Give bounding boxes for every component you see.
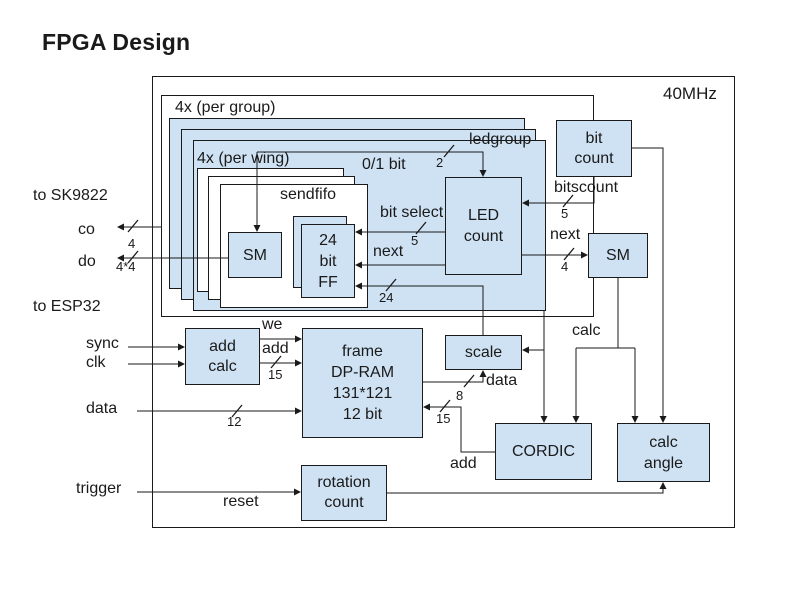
port-to-esp32-label: to ESP32	[33, 298, 101, 315]
port-to-sk9822-label: to SK9822	[33, 187, 108, 204]
signal-add-write-label: add	[262, 340, 289, 357]
signal-data-scale-label: data	[486, 372, 518, 389]
bus-width-add-write: 15	[268, 367, 283, 382]
signal-bit-select-label: bit select	[380, 204, 444, 221]
bus-width-next-out: 4	[561, 259, 569, 274]
bus-width-data-scale: 8	[456, 388, 464, 403]
bus-width-bit-select: 5	[411, 233, 419, 248]
calc-angle-block: calc angle	[617, 423, 710, 482]
per-wing-label: 4x (per wing)	[197, 150, 290, 167]
bus-width-bitscount: 5	[561, 206, 569, 221]
sm-wing-block: SM	[228, 232, 282, 278]
port-trigger-label: trigger	[76, 480, 122, 497]
bus-width-data-in: 12	[227, 414, 242, 429]
port-data-label: data	[86, 400, 118, 417]
scale-block: scale	[445, 335, 522, 370]
signal-calc-label: calc	[572, 322, 601, 339]
signal-bitscount-label: bitscount	[554, 179, 619, 196]
port-sync-label: sync	[86, 335, 119, 352]
clock-label: 40MHz	[663, 84, 717, 103]
port-do-label: do	[78, 253, 96, 270]
signal-add-read-label: add	[450, 455, 477, 472]
cordic-block: CORDIC	[495, 423, 592, 480]
port-co-label: co	[78, 221, 95, 238]
add-calc-block: add calc	[185, 328, 260, 385]
bus-width-add-read: 15	[436, 411, 451, 426]
led-count-block: LED count	[445, 177, 522, 275]
signal-ledgroup-label: ledgroup	[469, 131, 532, 148]
bus-width-do: 4*4	[116, 259, 136, 274]
page-title: FPGA Design	[42, 29, 191, 55]
signal-next-out-label: next	[550, 226, 581, 243]
sendfifo-label: sendfifo	[280, 186, 337, 203]
dp-ram-block: frame DP-RAM 131*121 12 bit	[302, 328, 423, 438]
sm-out-block: SM	[588, 233, 648, 278]
signal-reset-label: reset	[223, 493, 259, 510]
port-clk-label: clk	[86, 354, 106, 371]
per-group-label: 4x (per group)	[175, 99, 276, 116]
bus-width-ff-data: 24	[379, 290, 394, 305]
rotation-count-block: rotation count	[301, 465, 387, 521]
bit-count-block: bit count	[556, 120, 632, 177]
signal-next-wing-label: next	[373, 243, 404, 260]
signal-01bit-label: 0/1 bit	[362, 156, 406, 173]
ff24-block: 24 bit FF	[301, 224, 355, 298]
bus-width-co: 4	[128, 236, 136, 251]
bus-width-ledgroup: 2	[436, 155, 444, 170]
signal-we-label: we	[262, 316, 283, 333]
